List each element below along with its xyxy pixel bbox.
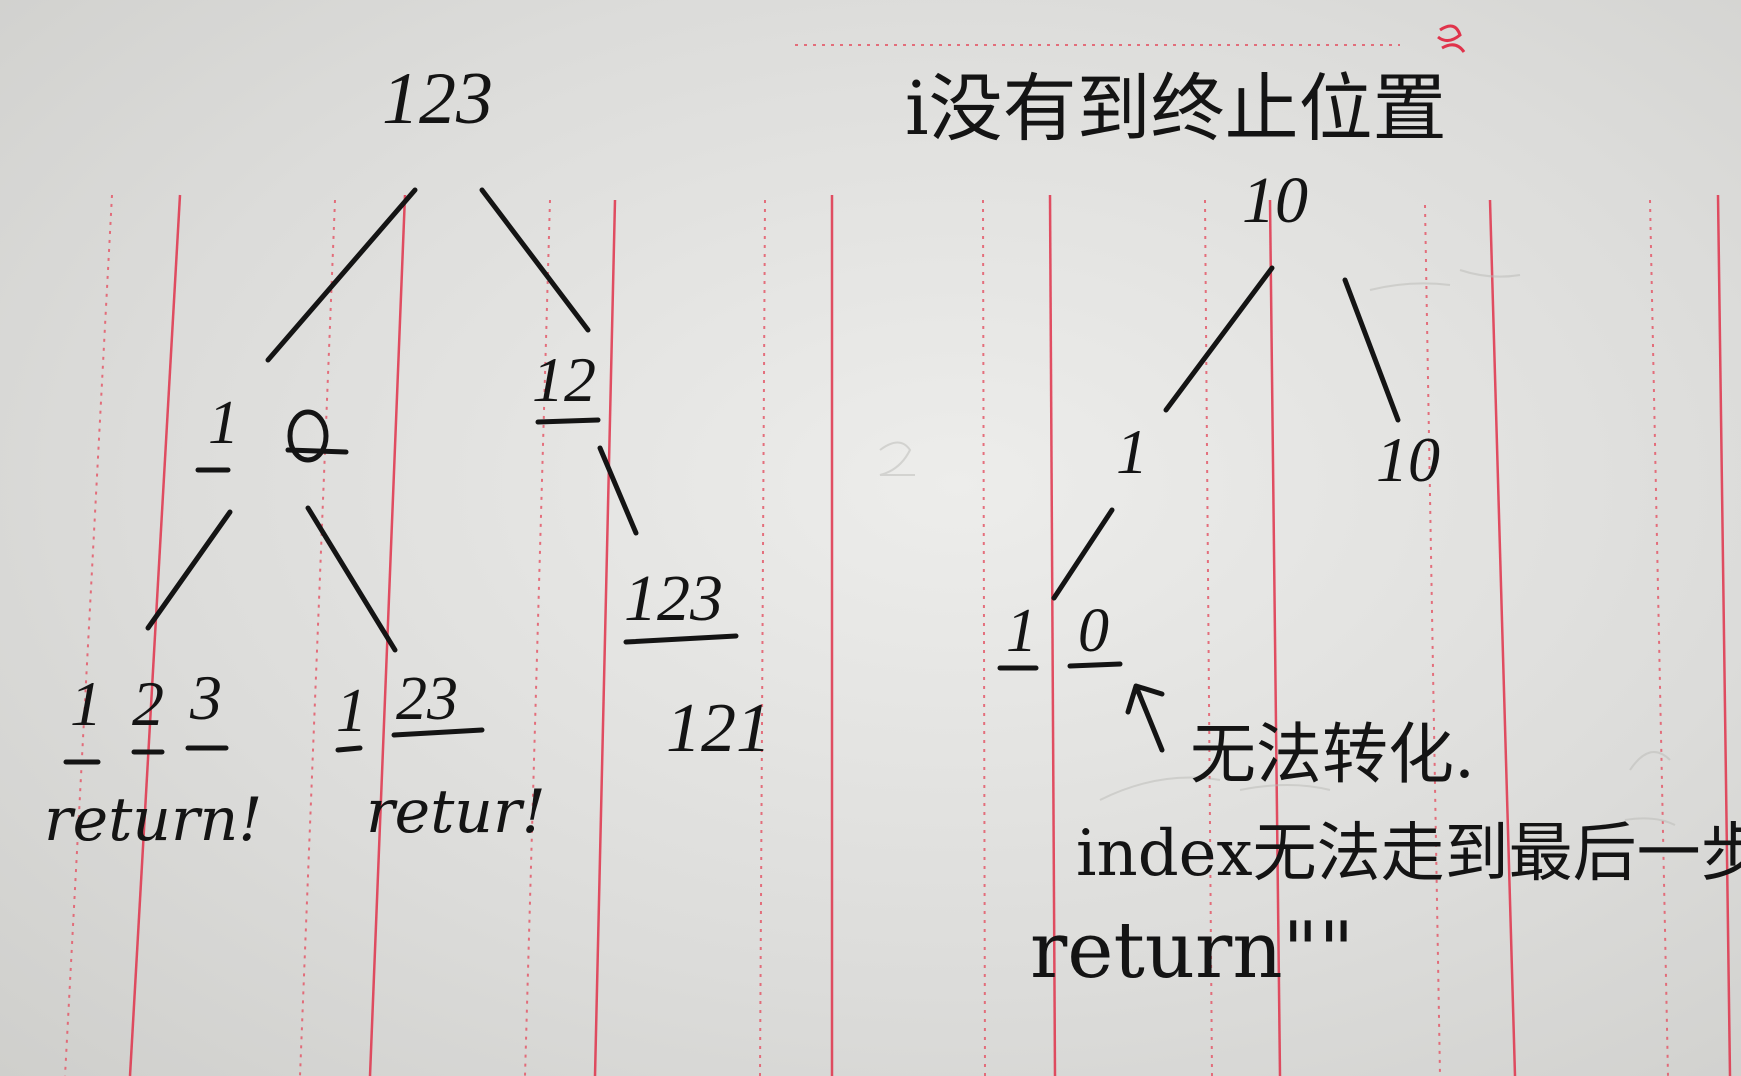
dotted-rule	[524, 199, 551, 1076]
arrow-up-left-icon	[1125, 683, 1165, 753]
underline	[335, 745, 363, 753]
dotted-rule	[1424, 204, 1441, 1076]
tree-leaf-label: 1	[70, 668, 102, 739]
red-rule	[1716, 194, 1732, 1076]
tree-leaf-label: 121	[666, 690, 771, 767]
edge-mid-left-b	[305, 505, 398, 653]
note-line: return""	[1030, 906, 1355, 996]
red-scribble	[1437, 24, 1466, 53]
tree-leaf-label: 1	[336, 677, 367, 745]
tree-leaf-label: 23	[396, 665, 458, 733]
tree-node-label: 10	[1376, 424, 1440, 495]
edge-root-to-right	[479, 187, 591, 333]
tree-leaf-label: 3	[190, 662, 222, 733]
red-rule	[128, 194, 182, 1076]
underline	[1067, 661, 1123, 669]
return-label: retur!	[366, 777, 546, 847]
tree-node-label: 1	[208, 389, 239, 457]
tree-leaf-label: 0	[1078, 597, 1109, 665]
condition-header: i没有到终止位置	[905, 66, 1447, 152]
edge-mid-left	[1051, 507, 1115, 601]
dotted-rule	[64, 194, 113, 1076]
dotted-rule	[299, 199, 336, 1076]
note-line: 无法转化.	[1190, 716, 1475, 793]
circle-mark	[287, 409, 329, 463]
tree-leaf-label: 2	[132, 668, 164, 739]
tree-root-label: 123	[382, 58, 493, 140]
tree-leaf-label: 123	[624, 562, 723, 635]
underline	[535, 417, 601, 425]
tree-node-label: 12	[532, 344, 596, 415]
edge-root-to-left	[1163, 265, 1275, 413]
red-rule	[1268, 199, 1282, 1076]
return-label: return!	[44, 785, 263, 855]
red-rule	[1048, 194, 1057, 1076]
edge-mid-left-a	[145, 509, 233, 631]
tree-root-label: 10	[1242, 164, 1308, 237]
edge-root-to-right	[1342, 277, 1401, 423]
edge-root-to-left	[265, 187, 418, 363]
red-rule	[1488, 199, 1517, 1076]
note-line: index无法走到最后一步.	[1076, 817, 1741, 891]
red-rule	[593, 199, 617, 1076]
underline	[285, 447, 349, 455]
edge-mid-right	[597, 445, 639, 536]
dotted-rule	[759, 199, 766, 1076]
underline	[623, 633, 739, 645]
tree-node-label: 1	[1116, 416, 1148, 487]
dotted-rule	[982, 199, 986, 1076]
tree-leaf-label: 1	[1006, 597, 1037, 665]
underline	[391, 727, 485, 738]
dotted-rule	[1649, 199, 1669, 1076]
dotted-rule	[1204, 199, 1213, 1076]
